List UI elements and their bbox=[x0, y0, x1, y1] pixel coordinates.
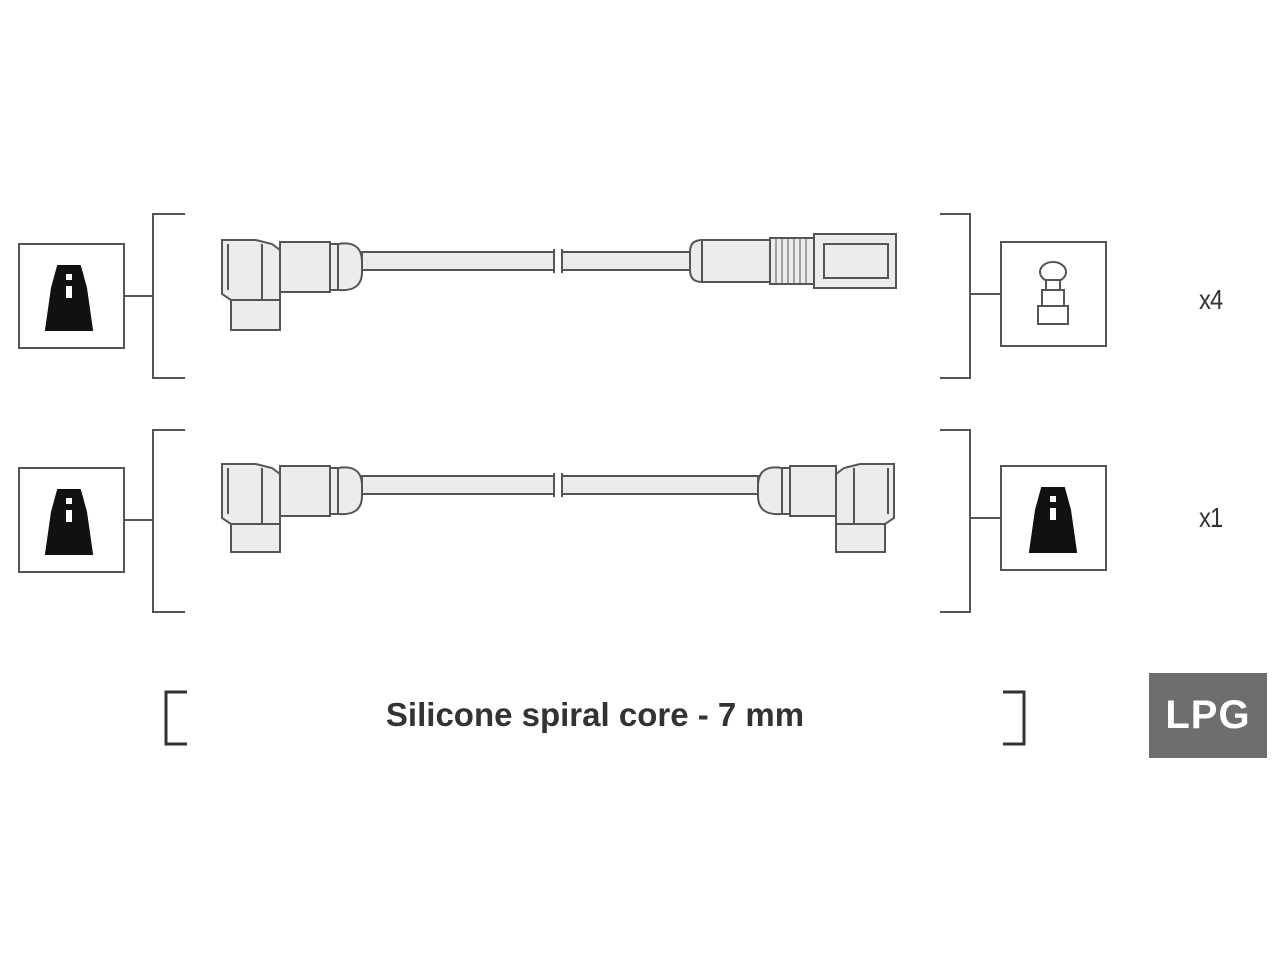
left-bracket bbox=[152, 429, 185, 613]
lpg-badge-background bbox=[1149, 673, 1267, 758]
cable-assembly-angled-angled bbox=[221, 463, 895, 553]
coil-terminal-icon bbox=[18, 467, 125, 573]
lpg-badge: LPG bbox=[1165, 693, 1251, 737]
coil-terminal-icon bbox=[1000, 465, 1107, 571]
cable-assembly-angled-straight bbox=[221, 233, 897, 331]
spec-text: Silicone spiral core - 7 mm bbox=[385, 696, 805, 733]
quantity-label: x4 bbox=[1199, 284, 1223, 315]
left-bracket bbox=[152, 213, 185, 379]
right-bracket bbox=[940, 213, 971, 379]
row-1 bbox=[18, 213, 1107, 379]
spark-plug-connector-icon bbox=[1000, 241, 1107, 347]
coil-terminal-icon bbox=[18, 243, 125, 349]
row-2 bbox=[18, 429, 1107, 613]
spec-brackets bbox=[164, 690, 1026, 746]
right-bracket bbox=[940, 429, 971, 613]
quantity-label: x1 bbox=[1199, 502, 1223, 533]
